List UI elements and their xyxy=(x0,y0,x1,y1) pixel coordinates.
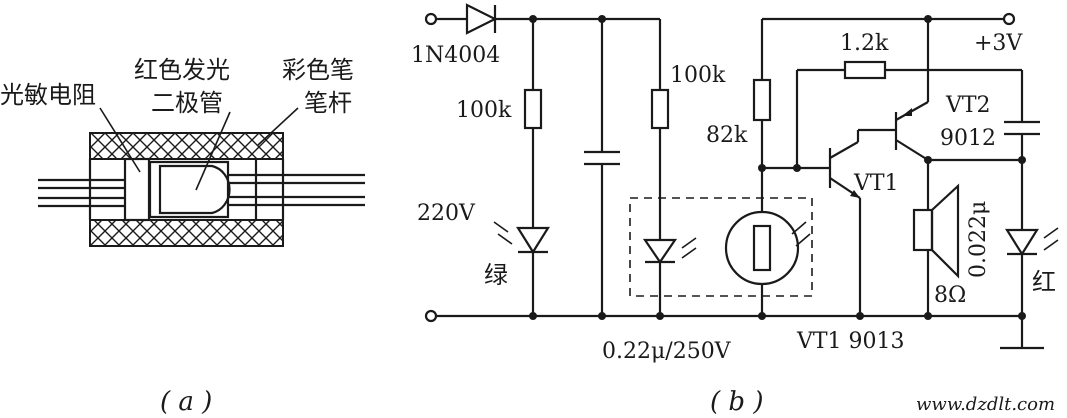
watermark: www.dzdlt.com xyxy=(916,394,1055,415)
transistor-vt1 xyxy=(828,141,861,199)
resistor-1k2 xyxy=(843,60,887,80)
speaker-8ohm xyxy=(912,183,960,279)
label-vt1-type: VT1 9013 xyxy=(796,329,905,354)
label-vt2: VT2 xyxy=(945,93,991,118)
circuit-schematic: 1N4004 100k 100k 220V 绿 0.22μ/250V 82k 1… xyxy=(411,3,1059,417)
label-220v: 220V xyxy=(417,201,476,226)
caption-a: ( a ) xyxy=(160,387,212,417)
red-led-body xyxy=(158,164,231,215)
resistor-100k-left xyxy=(523,88,543,130)
label-supply: +3V xyxy=(974,31,1023,56)
red-led xyxy=(1005,227,1059,257)
label-green: 绿 xyxy=(484,261,508,289)
pen-label-line1: 彩色笔 xyxy=(282,56,354,84)
diode-1n4004 xyxy=(465,3,498,35)
label-main-cap: 0.22μ/250V xyxy=(602,339,732,364)
ac-input-terminal-bottom xyxy=(424,309,438,323)
pen-barrel-bottom xyxy=(89,219,284,247)
supply-terminal xyxy=(1002,12,1016,26)
label-vt1: VT1 xyxy=(853,171,899,196)
label-82k: 82k xyxy=(706,123,748,148)
label-r-left: 100k xyxy=(456,98,512,123)
photoresistor-label: 光敏电阻 xyxy=(0,81,96,109)
ac-input-terminal-top xyxy=(424,12,438,26)
pen-assembly-diagram: 光敏电阻 红色发光 二极管 彩色笔 笔杆 ( a ) xyxy=(0,56,365,417)
photoresistor-symbol xyxy=(724,210,811,286)
resistor-100k-right xyxy=(650,88,670,130)
red-led-label-line1: 红色发光 xyxy=(134,56,230,84)
resistor-82k xyxy=(752,78,772,122)
label-speaker: 8Ω xyxy=(934,283,966,308)
label-red: 红 xyxy=(1032,268,1056,296)
green-led xyxy=(493,221,550,255)
caption-b: ( b ) xyxy=(710,387,763,417)
label-diode: 1N4004 xyxy=(411,43,500,68)
optocoupler-box xyxy=(629,197,813,297)
red-led-label-line2: 二极管 xyxy=(151,89,223,117)
transistor-vt2 xyxy=(858,101,929,161)
pen-label-line2: 笔杆 xyxy=(304,89,352,117)
label-r-right: 100k xyxy=(670,63,726,88)
label-small-cap: 0.022μ xyxy=(966,201,991,278)
optocoupler-led xyxy=(642,237,697,264)
label-vt2-type: 9012 xyxy=(940,126,996,151)
label-1k2: 1.2k xyxy=(840,31,889,56)
pen-barrel-top xyxy=(89,132,284,160)
